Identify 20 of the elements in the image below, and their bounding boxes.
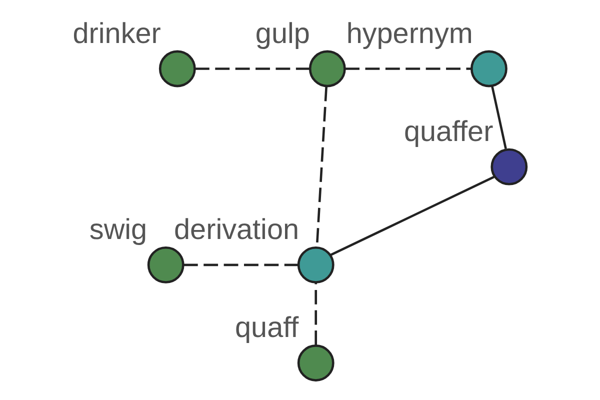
connector	[330, 176, 494, 256]
node-circle	[297, 344, 334, 382]
connector	[345, 68, 471, 70]
node-circle	[470, 50, 508, 88]
connector	[194, 68, 310, 70]
node-circle	[297, 246, 334, 284]
node-label: drinker	[72, 18, 161, 50]
node-circle	[490, 148, 528, 186]
node-label: quaff	[235, 312, 299, 344]
node-circle	[308, 50, 346, 88]
node-label: quaffer	[404, 116, 494, 148]
connector	[490, 86, 507, 149]
node-label: derivation	[174, 214, 300, 246]
node-label: gulp	[255, 18, 310, 50]
node-circle	[158, 50, 196, 88]
connector	[314, 282, 318, 345]
node-label: hypernym	[346, 18, 473, 50]
node-label: swig	[89, 214, 148, 246]
node-circle	[147, 246, 184, 284]
connector	[183, 264, 298, 266]
